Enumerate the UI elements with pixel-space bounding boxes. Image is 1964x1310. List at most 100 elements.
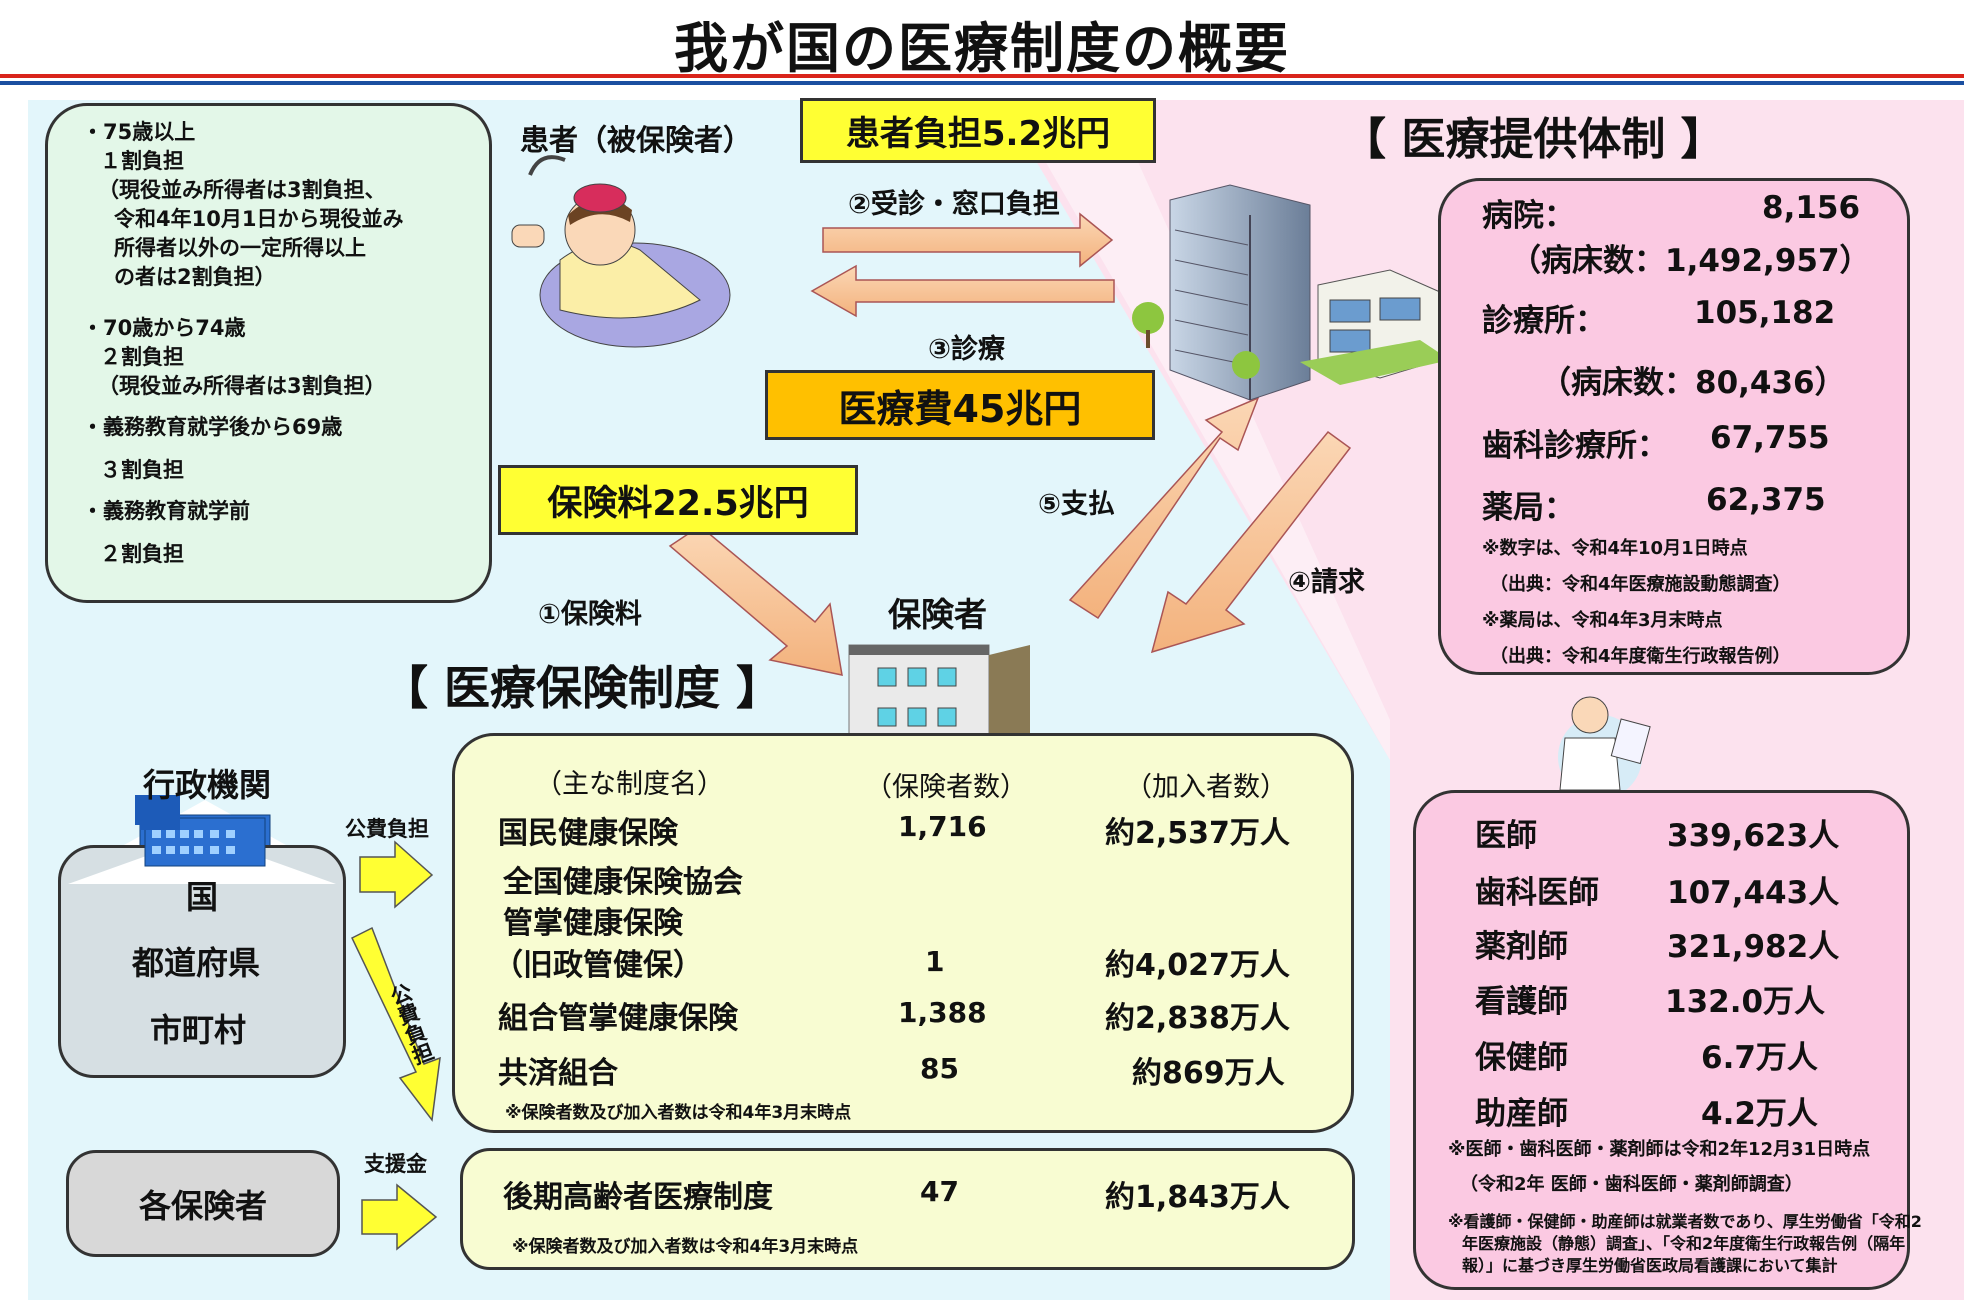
hospital-icon (1132, 184, 1450, 401)
claim-label: ④請求 (1288, 567, 1365, 598)
plan-name: 全国健康保険協会 (503, 865, 743, 900)
support-arrow (361, 1183, 438, 1251)
plan-name: 管掌健康保険 (503, 906, 683, 941)
staff-value: 339,623人 (1667, 817, 1840, 854)
each-insurer-label: 各保険者 (138, 1186, 267, 1225)
staff-note: ※医師・歯科医師・薬剤師は令和2年12月31日時点 (1448, 1139, 1871, 1160)
premium-amount-box: 保険料22.5兆円 (498, 465, 858, 535)
payment-arrow (1068, 396, 1260, 620)
public-burden-label: 公費負担 (345, 817, 429, 841)
treatment-label: ③診療 (928, 334, 1005, 365)
col-name-header: （主な制度名） (535, 769, 724, 800)
eligibility-line: 所得者以外の一定所得以上 (114, 236, 366, 260)
eligibility-line: （現役並み所得者は3割負担） (98, 374, 386, 398)
eligibility-line: １割負担 (100, 149, 184, 173)
staff-row: 薬剤師 321,982人 (1475, 917, 1839, 970)
doctor-icon (1558, 696, 1651, 799)
staff-row: 助産師 4.2万人 (1475, 1082, 1839, 1138)
plan-insurers: 1,388 (898, 996, 987, 1029)
plan-name: 国民健康保険 (498, 816, 678, 851)
premium-arrow (668, 525, 843, 676)
hospitals-value: 8,156 (1762, 190, 1861, 226)
staff-table: 医師 339,623人 歯科医師 107,443人 薬剤師 321,982人 看… (1475, 803, 1839, 1138)
title-rule-red (0, 74, 1964, 78)
eligibility-line: ２割負担 (100, 542, 184, 566)
title-rule-blue (0, 81, 1964, 85)
insurance-table-box (452, 733, 1354, 1133)
staff-row: 保健師 6.7万人 (1475, 1026, 1839, 1082)
dental-value: 67,755 (1710, 420, 1830, 456)
clinic-beds: （病床数：80,436） (1540, 365, 1846, 401)
eligibility-line: ・70歳から74歳 (82, 316, 246, 340)
staff-box (1413, 790, 1910, 1290)
staff-note: 報）」に基づき厚生労働省医政局看護課において集計 (1462, 1256, 1838, 1275)
government-municipality: 市町村 (150, 1011, 247, 1049)
hospital-beds: （病床数：1,492,957） (1510, 243, 1871, 279)
elderly-members: 約1,843万人 (1105, 1180, 1290, 1215)
patient-burden-box: 患者負担5.2兆円 (800, 98, 1156, 163)
elderly-insurers: 47 (920, 1175, 959, 1208)
staff-value: 321,982人 (1667, 929, 1840, 965)
staff-label: 看護師 (1475, 983, 1568, 1020)
staff-note: 年医療施設（静態）調査」、「令和2年度衛生行政報告例（隔年 (1462, 1234, 1906, 1253)
provision-note: ※薬局は、令和4年3月末時点 (1482, 610, 1723, 631)
plan-members: 約869万人 (1132, 1056, 1285, 1091)
clinics-value: 105,182 (1694, 295, 1836, 331)
premium-amount: 保険料22.5兆円 (547, 483, 809, 524)
eligibility-text: ・75歳以上 １割負担 （現役並み所得者は3割負担、 令和4年10月1日から現役… (82, 118, 403, 569)
staff-row: 歯科医師 107,443人 (1475, 861, 1839, 917)
hospitals-label: 病院： (1482, 198, 1575, 234)
provision-note: ※数字は、令和4年10月1日時点 (1482, 538, 1748, 559)
consult-label: ②受診・窓口負担 (848, 189, 1060, 220)
premium-label: ①保険料 (538, 599, 642, 630)
eligibility-line: の者は2割負担） (114, 265, 276, 289)
staff-note: ※看護師・保健師・助産師は就業者数であり、厚生労働省「令和2 (1448, 1212, 1922, 1231)
treatment-arrow (810, 264, 1115, 318)
eligibility-line: ・75歳以上 (82, 120, 196, 144)
eligibility-box (45, 103, 492, 603)
consult-arrow (822, 212, 1114, 268)
pharmacy-label: 薬局： (1482, 490, 1575, 526)
plan-name: 組合管掌健康保険 (498, 1001, 738, 1036)
staff-label: 保健師 (1475, 1039, 1568, 1076)
patient-burden: 患者負担5.2兆円 (845, 114, 1111, 154)
clinics-label: 診療所： (1482, 303, 1606, 339)
staff-label: 医師 (1475, 817, 1537, 854)
elderly-note: ※保険者数及び加入者数は令和4年3月末時点 (512, 1237, 859, 1257)
eligibility-line: ・義務教育就学後から69歳 (82, 415, 343, 439)
staff-label: 歯科医師 (1475, 874, 1599, 911)
plan-insurers: 85 (920, 1052, 959, 1085)
claim-arrow (1150, 430, 1352, 654)
government-label: 行政機関 (143, 766, 272, 804)
staff-value: 132.0万人 (1665, 983, 1826, 1020)
page-title: 我が国の医療制度の概要 (674, 17, 1290, 80)
insurance-heading: 【 医療保険制度 】 (382, 661, 783, 715)
insurer-label: 保険者 (888, 595, 987, 634)
patient-label: 患者（被保険者） (520, 123, 753, 157)
dental-label: 歯科診療所： (1482, 428, 1668, 464)
plan-insurers: 1,716 (898, 810, 987, 843)
provision-note: （出典：令和4年医療施設動態調査） (1490, 574, 1791, 595)
plan-name: 共済組合 (498, 1056, 618, 1091)
eligibility-line: ・義務教育就学前 (82, 499, 250, 523)
patient-icon (511, 155, 731, 348)
col-insurers-header: （保険者数） (865, 772, 1027, 803)
staff-row: 看護師 132.0万人 (1475, 970, 1839, 1026)
staff-row: 医師 339,623人 (1475, 803, 1839, 861)
plan-name: （旧政管健保） (493, 948, 703, 983)
government-building-icon (140, 800, 266, 867)
each-insurer-box: 各保険者 (66, 1150, 340, 1257)
plan-members: 約4,027万人 (1105, 948, 1290, 983)
eligibility-line: 令和4年10月1日から現役並み (114, 207, 404, 231)
provision-area-light (1010, 100, 1390, 760)
insurance-note: ※保険者数及び加入者数は令和4年3月末時点 (505, 1103, 852, 1123)
plan-members: 約2,838万人 (1105, 1001, 1290, 1036)
plan-insurers: 1 (925, 945, 945, 978)
public-burden-arrow (359, 840, 434, 909)
staff-value: 107,443人 (1667, 874, 1840, 911)
eligibility-line: （現役並み所得者は3割負担、 (98, 178, 386, 202)
staff-value: 6.7万人 (1701, 1039, 1818, 1076)
medical-cost-box: 医療費45兆円 (765, 370, 1155, 440)
staff-label: 助産師 (1475, 1095, 1568, 1132)
provision-heading: 【 医療提供体制 】 (1342, 114, 1725, 165)
